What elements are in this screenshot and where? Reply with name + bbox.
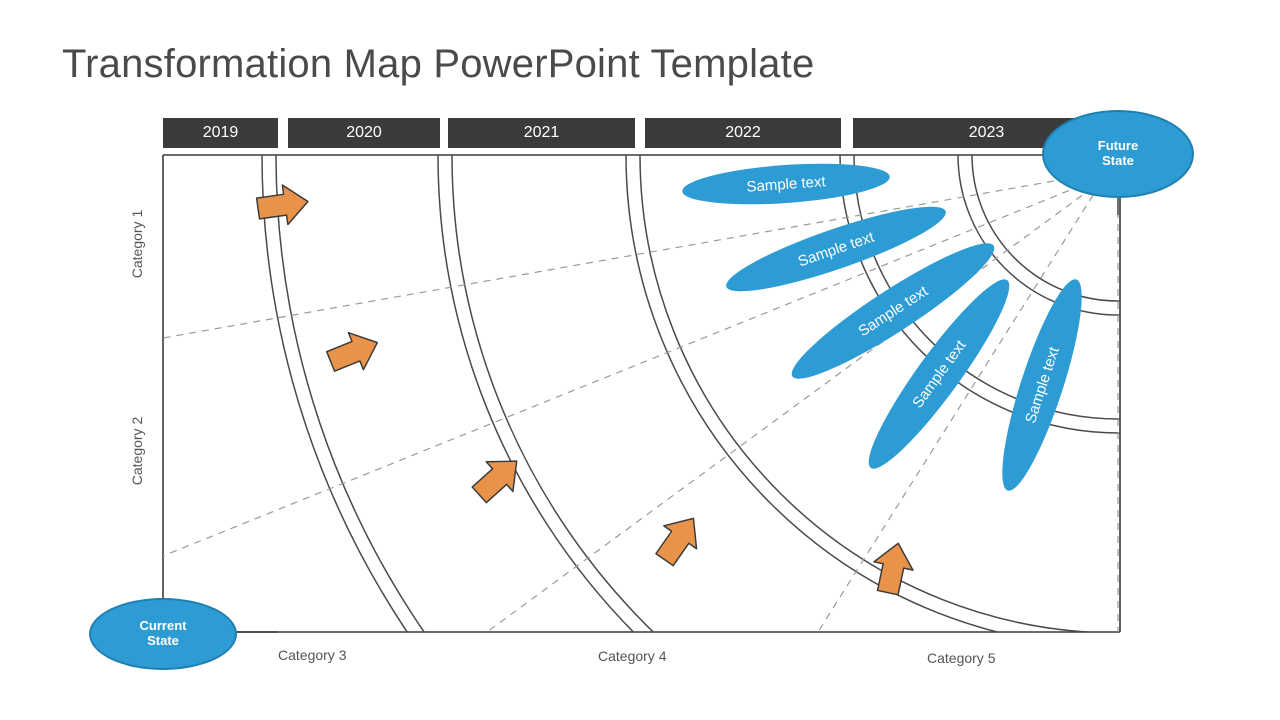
axis-label-category-2: Category 2 — [129, 416, 145, 486]
current-state-line-2: State — [147, 633, 179, 648]
arc-bands — [261, 155, 1120, 632]
plot-frame — [162, 154, 1121, 633]
current-state-line-1: Current — [139, 618, 187, 634]
year-tab-2019[interactable]: 2019 — [163, 118, 278, 148]
year-tab-2021[interactable]: 2021 — [448, 118, 635, 148]
future-state-line-2: State — [1102, 153, 1134, 168]
year-tab-label: 2023 — [968, 124, 1005, 141]
sample-label-text: Sample text — [745, 172, 827, 196]
axis-label-category-5: Category 5 — [927, 650, 996, 666]
progress-arrows — [255, 184, 914, 596]
progress-arrow-4 — [655, 517, 698, 567]
arc-band-2-outer — [437, 155, 635, 632]
spoke-1 — [163, 171, 1106, 339]
axis-label-category-4: Category 4 — [598, 648, 667, 664]
arc-band-1-inner — [275, 155, 426, 632]
progress-arrow-3 — [471, 460, 518, 504]
axis-label-category-1: Category 1 — [129, 209, 145, 279]
arc-band-1-outer — [261, 155, 409, 632]
year-tab-label: 2021 — [523, 124, 560, 141]
page-title: Transformation Map PowerPoint Template — [62, 42, 815, 86]
axis-label-category-3: Category 3 — [278, 647, 347, 663]
year-tab-label: 2022 — [725, 124, 761, 141]
spoke-3 — [486, 179, 1104, 632]
spoke-4 — [817, 183, 1101, 632]
progress-arrow-5 — [873, 542, 914, 596]
current-state-node[interactable]: Current State — [89, 598, 237, 670]
arc-band-2-inner — [451, 155, 655, 632]
spoke-2 — [163, 175, 1106, 557]
year-tab-2020[interactable]: 2020 — [288, 118, 440, 148]
progress-arrow-2 — [325, 331, 379, 372]
future-state-node[interactable]: Future State — [1042, 110, 1194, 198]
radial-spokes — [163, 171, 1119, 632]
arc-band-5-inner — [971, 155, 1120, 302]
year-tab-2022[interactable]: 2022 — [645, 118, 841, 148]
future-state-line-1: Future — [1097, 138, 1139, 154]
progress-arrow-1 — [255, 184, 309, 226]
year-tab-label: 2019 — [202, 124, 239, 141]
year-tab-label: 2020 — [346, 124, 382, 141]
